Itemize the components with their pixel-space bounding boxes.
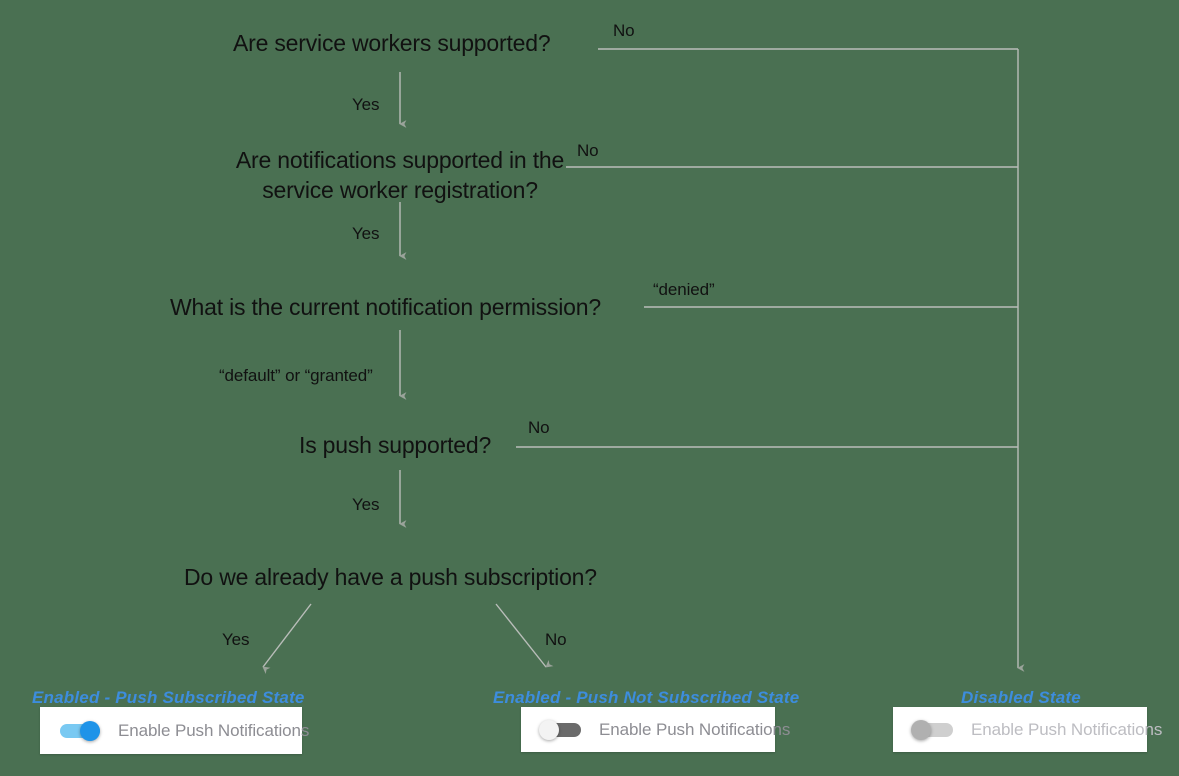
state-label-disabled: Disabled State — [961, 688, 1081, 707]
edge-label-sw-no: No — [613, 21, 635, 40]
toggle-knob — [80, 720, 100, 741]
node-push-supported: Is push supported? — [299, 432, 492, 458]
state-label-enabled-subscribed: Enabled - Push Subscribed State — [32, 688, 305, 707]
edge-label-notif-no: No — [577, 141, 599, 160]
node-has-push-subscription: Do we already have a push subscription? — [184, 564, 597, 590]
edge-label-permission-denied: “denied” — [653, 280, 715, 299]
toggle-knob — [539, 719, 559, 740]
node-notification-permission: What is the current notification permiss… — [170, 294, 601, 320]
edge-label-push-no: No — [528, 418, 550, 437]
toggle-label-disabled: Enable Push Notifications — [971, 719, 1163, 739]
node-service-workers-supported: Are service workers supported? — [233, 30, 551, 56]
edge-label-subscription-yes: Yes — [222, 630, 250, 649]
toggle-label-enabled-subscribed: Enable Push Notifications — [118, 720, 310, 740]
push-toggle-off[interactable] — [539, 719, 583, 740]
toggle-card-enabled-not-subscribed[interactable]: Enable Push Notifications — [521, 707, 790, 752]
connector-sub-no — [495, 603, 554, 668]
state-label-enabled-not-subscribed: Enabled - Push Not Subscribed State — [493, 688, 800, 707]
edge-label-notif-yes: Yes — [352, 224, 380, 243]
toggle-knob — [911, 719, 931, 740]
toggle-card-enabled-subscribed[interactable]: Enable Push Notifications — [40, 707, 309, 754]
push-toggle-disabled — [911, 719, 955, 740]
connector-sub-yes — [262, 603, 312, 674]
edge-label-push-yes: Yes — [352, 495, 380, 514]
edge-label-subscription-no: No — [545, 630, 567, 649]
edge-label-sw-yes: Yes — [352, 95, 380, 114]
toggle-label-enabled-not-subscribed: Enable Push Notifications — [599, 719, 791, 739]
toggle-card-disabled: Enable Push Notifications — [893, 707, 1162, 752]
edge-label-permission-default-granted: “default” or “granted” — [219, 366, 373, 385]
push-toggle-on[interactable] — [58, 720, 102, 741]
node-notifications-supported: Are notifications supported in the servi… — [235, 147, 565, 203]
